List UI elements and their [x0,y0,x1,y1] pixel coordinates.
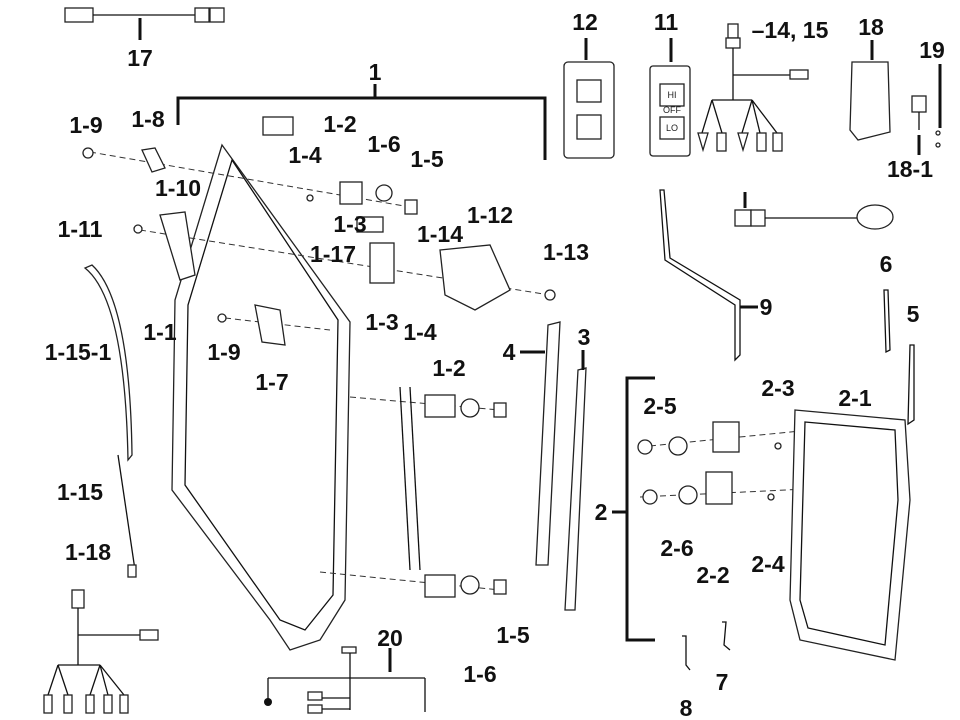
label-4: 4 [503,339,516,365]
label-1-4: 1-4 [288,142,321,168]
label-1-4-b: 1-4 [403,319,436,345]
label-1-3-b: 1-3 [365,309,398,335]
part-12-wiper-switch [563,38,615,159]
label-8: 8 [680,695,693,720]
label-9: 9 [760,294,773,320]
label-1-15-1: 1-15-1 [45,339,112,365]
label-1: 1 [369,59,382,85]
part-1-1-windshield [171,116,384,651]
label-2: 2 [595,499,608,525]
label-2-3: 2-3 [761,375,794,401]
part-18-reservoir [849,40,891,141]
label-1-5-b: 1-5 [496,622,529,648]
label-2-1: 2-1 [838,385,871,411]
label-1-3: 1-3 [333,211,366,237]
switch-hi-label: HI [668,90,677,100]
label-1-2-b: 1-2 [432,355,465,381]
label-2-6: 2-6 [660,535,693,561]
label-5: 5 [907,301,920,327]
label-1-14: 1-14 [417,221,463,247]
label-18: 18 [858,14,884,40]
label-19: 19 [919,37,945,63]
part-2-1-frame [789,409,911,661]
part-20-harness [264,646,426,714]
part-1-18-harness [43,589,159,714]
label-1-9: 1-9 [69,112,102,138]
label-1-7: 1-7 [255,369,288,395]
part-11-speed-switch: HI OFF LO [649,38,691,157]
label-12: 12 [572,9,598,35]
label-3: 3 [578,324,591,350]
part-2-bracket [625,376,655,642]
part-9-seal [659,189,741,362]
label-14-15: –14, 15 [752,17,829,43]
part-14-15-harness [697,23,809,153]
label-20: 20 [377,625,403,651]
switch-lo-label: LO [666,123,678,133]
switch-off-label: OFF [663,105,681,115]
part-17-harness [64,7,225,40]
label-6: 6 [880,251,893,277]
label-1-2: 1-2 [323,111,356,137]
label-11: 11 [654,9,679,35]
label-2-5: 2-5 [643,393,676,419]
label-18-1: 18-1 [887,156,933,182]
part-1-bracket [176,96,547,160]
callout-labels: 17 1 1-9 1-8 1-2 1-4 1-6 1-5 1-10 1-11 1… [45,9,945,720]
label-17: 17 [127,45,153,71]
label-1-17: 1-17 [310,241,356,267]
part-18-1-pump [911,95,927,113]
label-1-6-b: 1-6 [463,661,496,687]
label-1-1: 1-1 [143,319,176,345]
part-harness-plug [734,192,894,230]
part-4-seal [535,321,561,566]
label-1-15: 1-15 [57,479,103,505]
label-1-10: 1-10 [155,175,201,201]
label-1-5: 1-5 [410,146,443,172]
label-2-4: 2-4 [751,551,784,577]
label-1-11: 1-11 [58,216,103,242]
part-3-seal [564,367,587,611]
label-1-13: 1-13 [543,239,589,265]
label-1-12: 1-12 [467,202,513,228]
label-1-6: 1-6 [367,131,400,157]
part-1-15-1-wiper-blade [83,264,133,462]
label-7: 7 [716,669,729,695]
label-2-2: 2-2 [696,562,729,588]
label-1-18: 1-18 [65,539,111,565]
label-1-9-b: 1-9 [207,339,240,365]
label-1-8: 1-8 [131,106,164,132]
